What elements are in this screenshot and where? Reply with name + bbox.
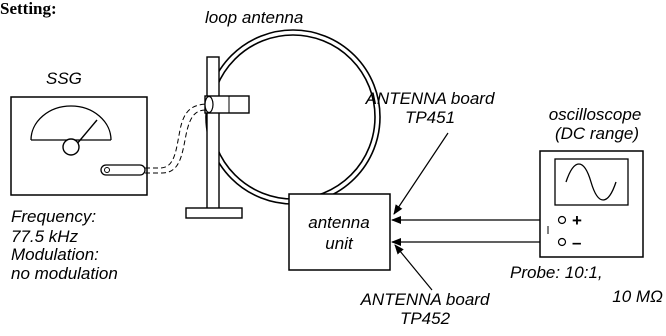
frequency-value: 77.5 kHz — [11, 227, 79, 246]
loop-antenna — [185, 29, 381, 219]
tp451-label-line1: ANTENNA board — [365, 89, 495, 108]
tp451-label-line2: TP451 — [405, 108, 455, 127]
antenna-unit-label-line2: unit — [325, 234, 354, 253]
antenna-unit-label-line1: antenna — [308, 213, 369, 232]
oscilloscope — [539, 150, 644, 258]
modulation-label: Modulation: — [11, 245, 99, 264]
probe-terminal-plus — [557, 215, 567, 225]
coax-cable — [145, 103, 207, 174]
ssg-label: SSG — [46, 69, 82, 88]
plus-terminal-label: + — [572, 211, 582, 230]
minus-terminal-label: – — [572, 233, 581, 252]
tp452-pointer-arrow — [394, 244, 433, 291]
probe-spec-line2: 10 MΩ — [612, 287, 663, 306]
setting-heading: Setting: — [0, 0, 57, 18]
probe-terminal-minus — [557, 237, 567, 247]
probe-spec-line1: Probe: 10:1, — [510, 263, 603, 282]
modulation-value: no modulation — [11, 264, 118, 283]
loop-antenna-label: loop antenna — [205, 8, 303, 27]
antenna-unit: antenna unit — [288, 193, 391, 271]
oscilloscope-label: oscilloscope — [549, 105, 642, 124]
ssg-generator — [10, 96, 148, 196]
sine-wave-icon — [565, 163, 617, 201]
tp451-pointer-arrow — [393, 132, 449, 215]
tp452-label-line1: ANTENNA board — [360, 290, 490, 309]
ssg-knob-icon — [62, 138, 80, 156]
tp452-label-line2: TP452 — [400, 309, 451, 328]
oscilloscope-range-label: (DC range) — [555, 124, 639, 143]
frequency-label: Frequency: — [11, 207, 96, 226]
